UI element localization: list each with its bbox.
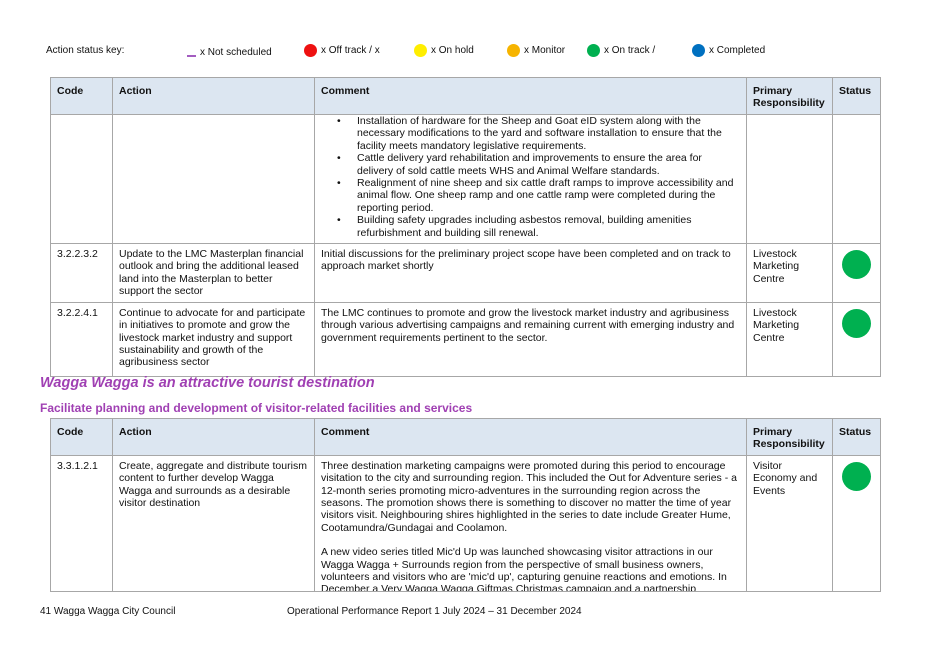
cell-responsibility (746, 113, 833, 245)
monitor-dot-icon (507, 44, 520, 57)
cell-code: 3.3.1.2.1 (50, 454, 113, 592)
comment-paragraph: A new video series titled Mic'd Up was l… (321, 546, 727, 591)
key-on-track: x On track / (587, 44, 655, 57)
cell-action: Update to the LMC Masterplan financial o… (112, 243, 315, 303)
cell-status (832, 113, 881, 245)
bullet-item: Installation of hardware for the Sheep a… (337, 115, 740, 152)
key-off-track: x Off track / x (304, 44, 380, 57)
table-row: 3.2.2.3.2 Update to the LMC Masterplan f… (50, 243, 881, 303)
table-header-row: Code Action Comment Primary Responsibili… (50, 77, 881, 115)
key-not-scheduled: x Not scheduled (187, 44, 272, 58)
cell-action: Continue to advocate for and participate… (112, 301, 315, 377)
cell-code: 3.2.2.4.1 (50, 301, 113, 377)
status-on-track-icon (842, 250, 871, 280)
cell-status (832, 301, 881, 377)
header-action: Action (112, 418, 315, 456)
off-track-dot-icon (304, 44, 317, 57)
header-responsibility: Primary Responsibility (746, 77, 833, 115)
cell-responsibility: Livestock Marketing Centre (746, 243, 833, 303)
cell-responsibility: Visitor Economy and Events (746, 454, 833, 592)
key-on-hold: x On hold (414, 44, 474, 57)
key-completed: x Completed (692, 44, 765, 57)
cell-code: 3.2.2.3.2 (50, 243, 113, 303)
header-status: Status (832, 77, 881, 115)
bullet-item: Building safety upgrades including asbes… (337, 214, 740, 239)
completed-dot-icon (692, 44, 705, 57)
status-key: Action status key: x Not scheduled x Off… (46, 44, 886, 60)
table-row: 3.2.2.4.1 Continue to advocate for and p… (50, 301, 881, 377)
cell-comment: The LMC continues to promote and grow th… (314, 301, 747, 377)
header-code: Code (50, 418, 113, 456)
table-header-row: Code Action Comment Primary Responsibili… (50, 418, 881, 456)
bullet-item: Realignment of nine sheep and six cattle… (337, 177, 740, 214)
cell-status (832, 454, 881, 592)
header-status: Status (832, 418, 881, 456)
comment-paragraph: Three destination marketing campaigns we… (321, 459, 737, 534)
bullet-item: Cattle delivery yard rehabilitation and … (337, 152, 740, 177)
cell-code (50, 113, 113, 245)
cell-comment: Three destination marketing campaigns we… (314, 454, 747, 592)
key-label-monitor: x Monitor (524, 45, 566, 56)
key-label-not-scheduled: x Not scheduled (200, 47, 272, 58)
header-comment: Comment (314, 418, 747, 456)
table-row: 3.3.1.2.1 Create, aggregate and distribu… (50, 454, 881, 592)
cell-comment: Installation of hardware for the Sheep a… (314, 113, 747, 245)
not-scheduled-dash-icon (187, 55, 196, 57)
cell-responsibility: Livestock Marketing Centre (746, 301, 833, 377)
header-action: Action (112, 77, 315, 115)
footer-report-title: Operational Performance Report 1 July 20… (287, 606, 582, 617)
footer-page-info: 41 Wagga Wagga City Council (40, 606, 176, 617)
cell-status (832, 243, 881, 303)
on-hold-dot-icon (414, 44, 427, 57)
key-label-completed: x Completed (709, 45, 766, 56)
header-comment: Comment (314, 77, 747, 115)
section-subheading: Facilitate planning and development of v… (40, 401, 473, 415)
cell-action (112, 113, 315, 245)
section-heading: Wagga Wagga is an attractive tourist des… (40, 375, 375, 391)
key-label-on-track: x On track / (604, 45, 656, 56)
cell-action: Create, aggregate and distribute tourism… (112, 454, 315, 592)
status-on-track-icon (842, 461, 871, 491)
comment-bullet-list: Installation of hardware for the Sheep a… (337, 115, 740, 239)
header-responsibility: Primary Responsibility (746, 418, 833, 456)
actions-table-livestock: Code Action Comment Primary Responsibili… (50, 77, 881, 377)
on-track-dot-icon (587, 44, 600, 57)
table-row-continuation: Installation of hardware for the Sheep a… (50, 113, 881, 245)
comment-text: Three destination marketing campaigns we… (321, 460, 740, 591)
status-key-label: Action status key: (46, 45, 125, 56)
key-label-on-hold: x On hold (431, 45, 474, 56)
status-on-track-icon (842, 308, 871, 338)
header-code: Code (50, 77, 113, 115)
key-monitor: x Monitor (507, 44, 565, 57)
key-label-off-track: x Off track / x (321, 45, 380, 56)
cell-comment: Initial discussions for the preliminary … (314, 243, 747, 303)
actions-table-tourism: Code Action Comment Primary Responsibili… (50, 418, 881, 592)
